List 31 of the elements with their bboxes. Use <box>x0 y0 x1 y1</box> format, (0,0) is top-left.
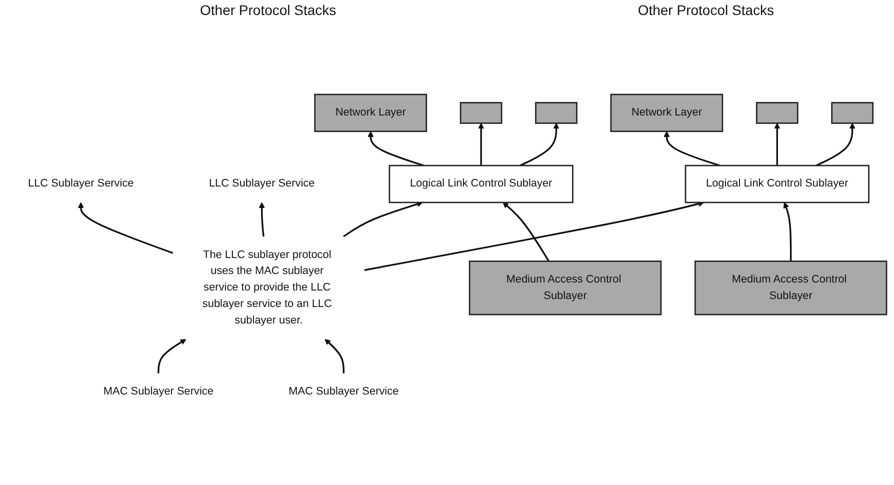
node-text: MAC Sublayer Service <box>288 385 399 397</box>
node-box: Medium Access Control Sublayer <box>468 260 662 315</box>
node-box: Network Layer <box>610 93 724 132</box>
node-box <box>831 102 874 124</box>
node-box <box>460 102 502 124</box>
node-box: Logical Link Control Sublayer <box>684 164 870 203</box>
arrow <box>158 338 186 373</box>
node-text: LLC Sublayer Service <box>28 177 134 190</box>
arrow <box>502 202 550 262</box>
arrow <box>783 202 792 261</box>
node-box <box>756 102 798 124</box>
group-heading: Other Protocol Stacks <box>638 2 774 20</box>
node-text: MAC Sublayer Service <box>103 385 214 397</box>
arrow <box>78 202 174 254</box>
node-box: Medium Access Control Sublayer <box>694 260 888 315</box>
node-box <box>535 102 578 124</box>
arrow <box>774 122 780 166</box>
group-heading: Other Protocol Stacks <box>200 2 336 20</box>
arrow <box>324 338 344 373</box>
arrow <box>368 130 424 166</box>
arrow <box>364 200 704 271</box>
arrow <box>816 122 856 166</box>
arrow <box>520 122 560 166</box>
node-text: The LLC sublayer protocol uses the MAC sublayer service to provide the LLC sublayer service to an LLC sublayer user. <box>202 248 332 326</box>
arrow <box>478 122 484 166</box>
node-box: Logical Link Control Sublayer <box>388 164 574 203</box>
arrow <box>664 130 720 166</box>
node-box: Network Layer <box>314 93 428 132</box>
node-text: LLC Sublayer Service <box>208 177 315 190</box>
arrow <box>342 200 423 237</box>
arrow <box>258 202 265 236</box>
